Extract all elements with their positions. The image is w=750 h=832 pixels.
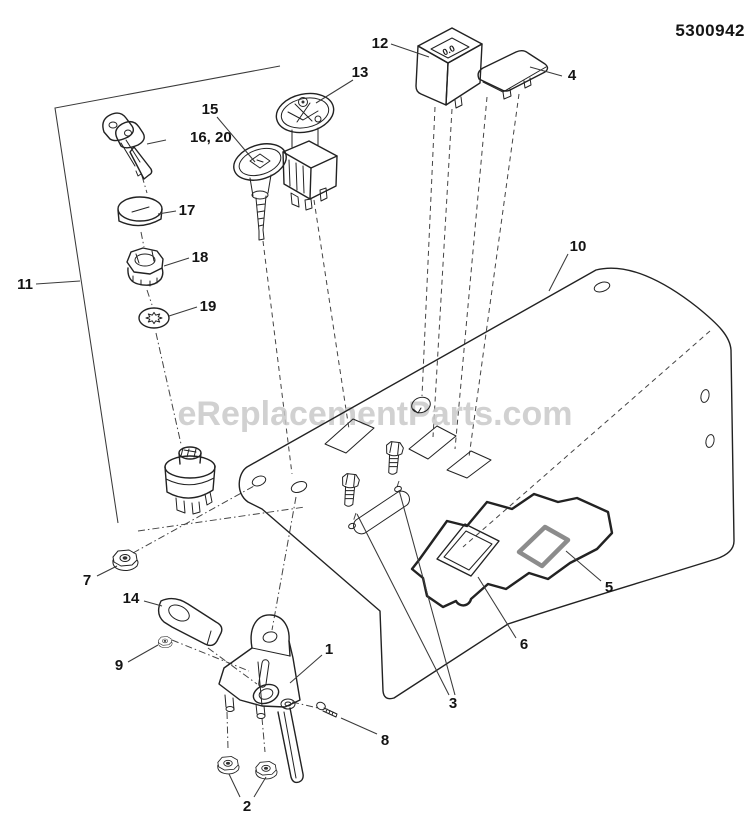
nut-9-drawing xyxy=(158,636,173,649)
panel-bend-line xyxy=(462,330,711,548)
cap-drawing xyxy=(117,196,163,227)
control-panel-drawing xyxy=(238,267,735,700)
bolt-3b-drawing xyxy=(339,472,361,508)
callout-18: 18 xyxy=(192,249,209,266)
hour-meter-drawing: 0.0 xyxy=(415,27,483,109)
callout-2: 2 xyxy=(243,798,251,815)
watermark-text: eReplacementParts.com xyxy=(178,395,573,433)
nut-18-drawing xyxy=(126,247,164,287)
callout-4: 4 xyxy=(568,67,577,84)
ignition-key-switch-drawing xyxy=(233,143,287,241)
callout-10: 10 xyxy=(570,238,587,255)
panel-cutout-2 xyxy=(408,425,457,460)
part-number: 5300942 xyxy=(675,21,745,40)
callout-6: 6 xyxy=(520,636,528,653)
lever-drawing xyxy=(157,597,223,647)
callout-13: 13 xyxy=(352,64,369,81)
callout-9: 9 xyxy=(115,657,123,674)
assembly-axis-lines xyxy=(132,93,520,753)
nut-7-drawing xyxy=(112,549,139,571)
decal-outline-drawing xyxy=(410,492,614,609)
callout-8: 8 xyxy=(381,732,389,749)
callout-labels: 12 4 13 15 16, 20 17 18 19 11 10 7 14 9 … xyxy=(17,35,613,815)
control-rod xyxy=(277,707,304,784)
hour-meter-display: 0.0 xyxy=(441,43,457,57)
cover-plate-drawing xyxy=(477,50,549,100)
pto-switch-drawing xyxy=(275,92,338,211)
callout-15: 15 xyxy=(202,101,219,118)
bezel-part-6-drawing xyxy=(436,523,500,577)
callout-17: 17 xyxy=(179,202,196,219)
nut-2a-drawing xyxy=(217,756,240,775)
lock-washer-drawing xyxy=(138,307,170,329)
group-11-bracket-line xyxy=(54,65,281,524)
ignition-switch-body-drawing xyxy=(164,446,216,515)
bolt-3a-drawing xyxy=(383,440,405,476)
callout-5: 5 xyxy=(605,579,613,596)
callout-7: 7 xyxy=(83,572,91,589)
callout-11: 11 xyxy=(17,276,33,293)
key-switch-hole xyxy=(411,396,431,414)
callout-3: 3 xyxy=(449,695,457,712)
bracket-assembly-drawing xyxy=(218,614,304,784)
callout-1: 1 xyxy=(325,641,333,658)
decal-part-5-drawing xyxy=(516,524,571,569)
keys-drawing xyxy=(102,112,153,180)
panel-cutout-3 xyxy=(446,450,492,479)
nut-2b-drawing xyxy=(255,761,278,780)
screw-8-drawing xyxy=(316,701,338,718)
callout-14: 14 xyxy=(123,590,140,607)
callout-12: 12 xyxy=(372,35,389,52)
callout-leader-lines xyxy=(35,43,602,798)
panel-slot xyxy=(353,490,410,535)
callout-19: 19 xyxy=(200,298,217,315)
panel-cutout-1 xyxy=(324,418,375,454)
callout-16-20: 16, 20 xyxy=(190,129,232,146)
